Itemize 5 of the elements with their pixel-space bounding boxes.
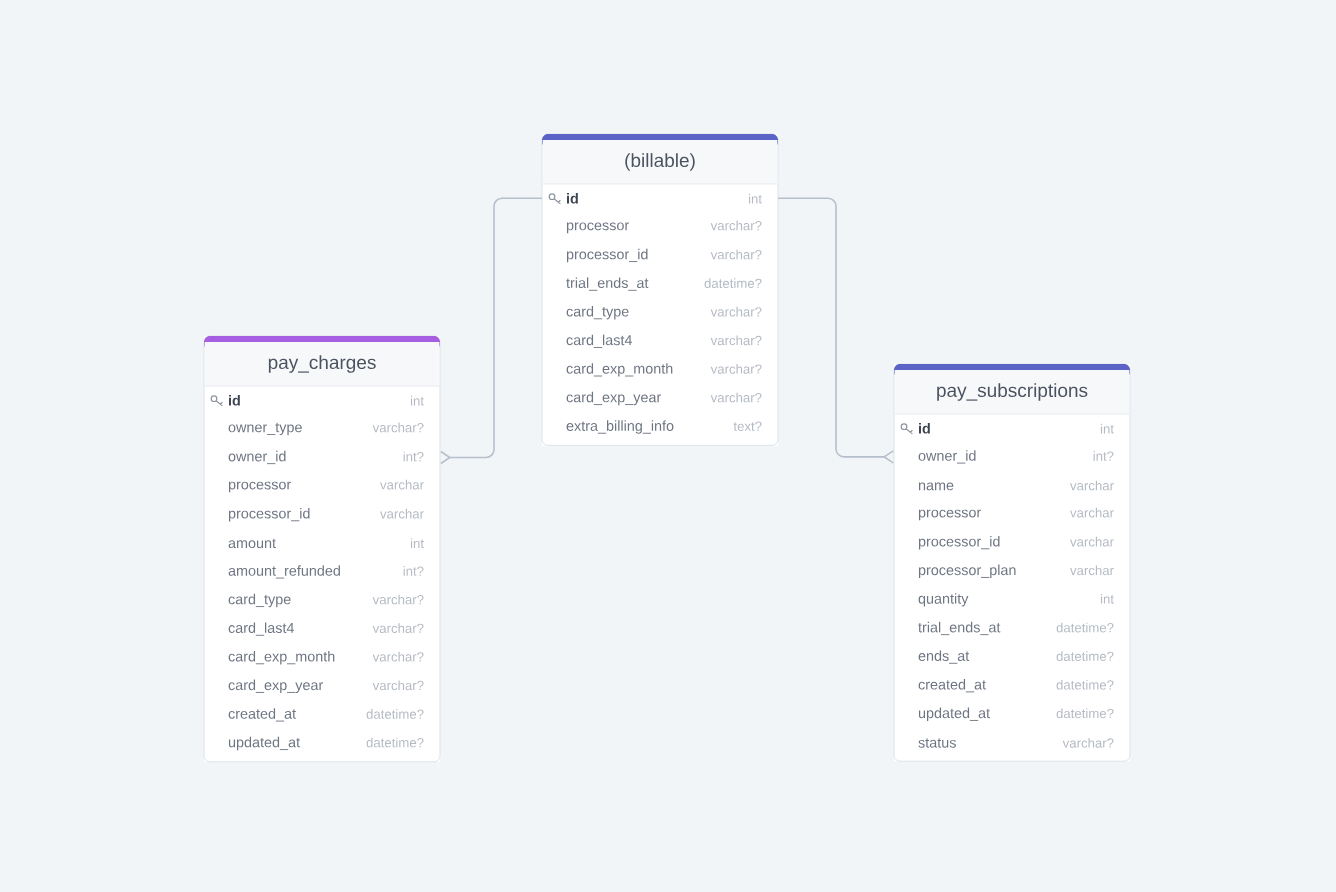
connector — [440, 197, 543, 465]
table-title: (billable) — [625, 153, 695, 171]
connector — [777, 197, 894, 464]
table-title: pay_subscriptions — [937, 383, 1088, 401]
table-title: pay_charges — [268, 355, 376, 373]
